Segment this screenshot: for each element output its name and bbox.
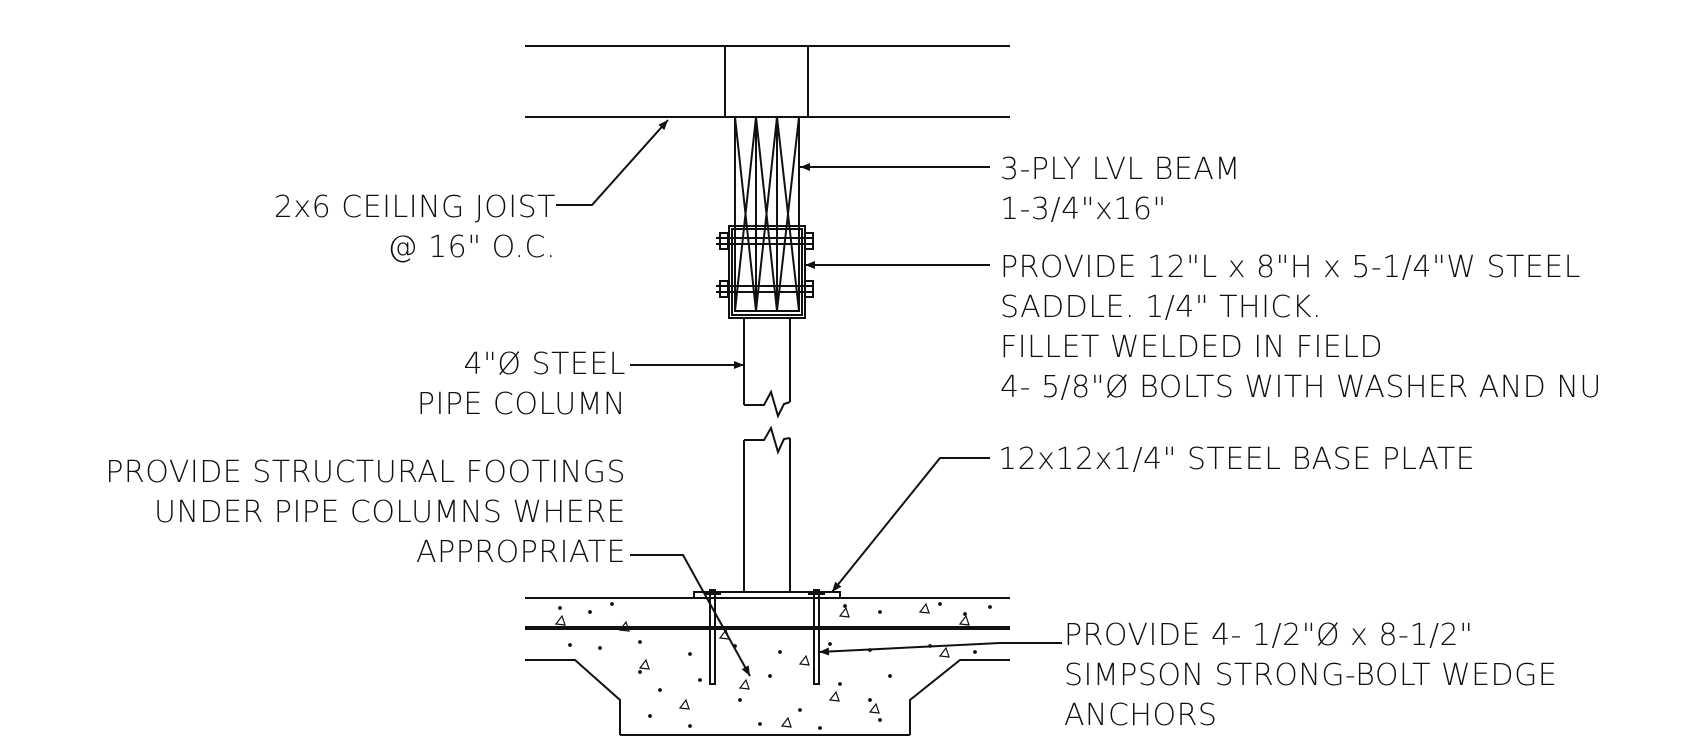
lvl-beam bbox=[734, 116, 800, 312]
label-line: @ 16" O.C. bbox=[387, 230, 556, 265]
label-line: 4"Ø STEEL bbox=[463, 347, 626, 382]
label-line: SIMPSON STRONG-BOLT WEDGE bbox=[1064, 658, 1558, 693]
label-line: PROVIDE 12"L x 8"H x 5-1/4"W STEEL bbox=[1000, 250, 1581, 285]
label-line: 1-3/4"x16" bbox=[1000, 192, 1167, 227]
leader-base-plate bbox=[831, 457, 990, 593]
label-line: APPROPRIATE bbox=[416, 535, 626, 570]
leader-footings bbox=[630, 554, 751, 677]
label-line: PROVIDE 4- 1/2"Ø x 8-1/2" bbox=[1064, 618, 1474, 653]
steel-saddle bbox=[716, 225, 814, 319]
label-line: UNDER PIPE COLUMNS WHERE bbox=[154, 495, 626, 530]
label-line: 4- 5/8"Ø BOLTS WITH WASHER AND NU bbox=[1000, 370, 1602, 405]
label-pipe-column: 4"Ø STEEL PIPE COLUMN bbox=[330, 345, 626, 425]
label-wedge-anchors: PROVIDE 4- 1/2"Ø x 8-1/2" SIMPSON STRONG… bbox=[1064, 616, 1557, 736]
label-line: 3-PLY LVL BEAM bbox=[1000, 152, 1241, 187]
pipe-column bbox=[736, 318, 798, 593]
concrete-footing bbox=[525, 597, 1010, 736]
label-line: 2x6 CEILING JOIST bbox=[273, 190, 556, 225]
leader-ceiling-joist bbox=[556, 119, 669, 206]
ceiling-joist-lines bbox=[525, 45, 1010, 118]
label-line: PIPE COLUMN bbox=[416, 387, 626, 422]
label-lvl-beam: 3-PLY LVL BEAM 1-3/4"x16" bbox=[1000, 150, 1241, 230]
label-base-plate: 12x12x1/4" STEEL BASE PLATE bbox=[998, 440, 1475, 480]
label-line: FILLET WELDED IN FIELD bbox=[1000, 330, 1384, 365]
label-footings: PROVIDE STRUCTURAL FOOTINGS UNDER PIPE C… bbox=[20, 453, 626, 573]
label-steel-saddle: PROVIDE 12"L x 8"H x 5-1/4"W STEEL SADDL… bbox=[1000, 248, 1693, 408]
wedge-anchors bbox=[704, 589, 825, 685]
label-line: 12x12x1/4" STEEL BASE PLATE bbox=[998, 442, 1476, 477]
label-line: SADDLE. 1/4" THICK. bbox=[1000, 290, 1323, 325]
label-line: PROVIDE STRUCTURAL FOOTINGS bbox=[105, 455, 626, 490]
label-line: ANCHORS bbox=[1064, 698, 1218, 733]
label-ceiling-joist: 2x6 CEILING JOIST @ 16" O.C. bbox=[230, 188, 556, 268]
leader-wedge-anchors bbox=[818, 642, 1062, 656]
concrete-stipple bbox=[554, 602, 992, 730]
